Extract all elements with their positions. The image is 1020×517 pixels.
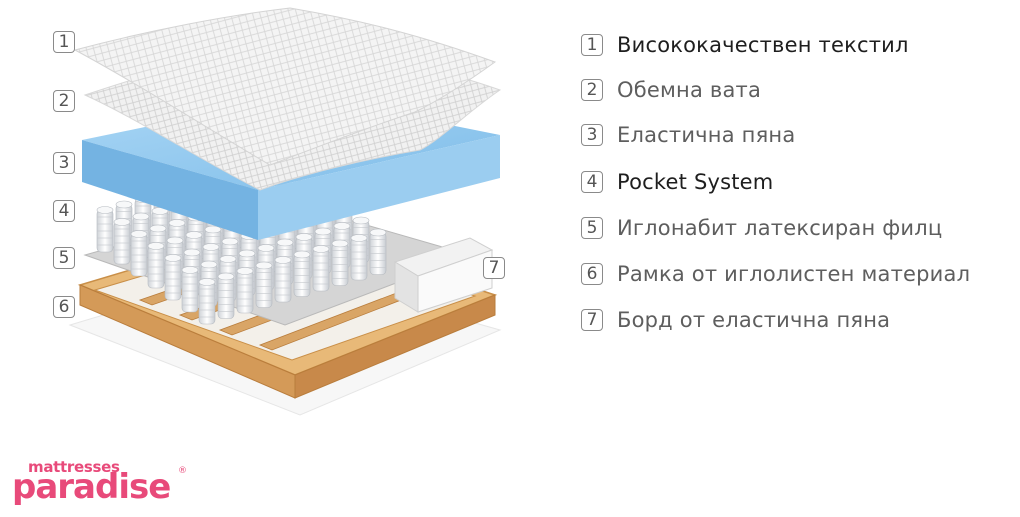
legend-number: 4 [581, 171, 603, 193]
brand-logo: mattresses paradise ® [12, 458, 187, 508]
legend-number: 3 [581, 124, 603, 146]
spring-coil [181, 266, 199, 313]
mattress-illustration [68, 7, 502, 416]
spring-coil [274, 256, 292, 303]
legend-item: 6 Рамка от иглолистен материал [581, 259, 970, 289]
diagram-number-2: 2 [53, 90, 75, 112]
textile-layer [73, 7, 497, 166]
spring-coil [198, 278, 216, 325]
diagram-number-7: 7 [483, 257, 505, 279]
spring-coil [369, 228, 387, 275]
legend-label: Обемна вата [617, 78, 762, 102]
legend-label: Еластична пяна [617, 123, 796, 147]
legend-number: 1 [581, 34, 603, 56]
diagram-number-1: 1 [53, 31, 75, 53]
diagram-number-5: 5 [53, 247, 75, 269]
legend-label: Pocket System [617, 170, 774, 194]
spring-coil [312, 245, 330, 292]
legend-item: 4 Pocket System [581, 167, 773, 197]
legend-number: 5 [581, 217, 603, 239]
spring-coil [147, 242, 165, 289]
diagram-number-6: 6 [53, 296, 75, 318]
diagram-number-3: 3 [53, 152, 75, 174]
registered-mark: ® [178, 466, 187, 476]
spring-coil [255, 261, 273, 308]
legend-number: 2 [581, 79, 603, 101]
legend-number: 6 [581, 263, 603, 285]
legend-number: 7 [581, 309, 603, 331]
spring-coil [236, 267, 254, 314]
legend-item: 3 Еластична пяна [581, 120, 795, 150]
legend-label: Иглонабит латексиран филц [617, 216, 943, 240]
foam-border-block [393, 237, 494, 313]
logo-main-text: paradise [12, 467, 171, 507]
spring-coil [164, 254, 182, 301]
spring-coil [217, 272, 235, 319]
legend-item: 5 Иглонабит латексиран филц [581, 213, 942, 243]
legend-label: Борд от еластична пяна [617, 308, 891, 332]
spring-coil [96, 206, 114, 253]
spring-coil [331, 239, 349, 286]
spring-coil [113, 218, 131, 265]
legend-item: 2 Обемна вата [581, 75, 761, 105]
logo-top-text: mattresses [28, 458, 120, 476]
legend-item: 7 Борд от еластична пяна [581, 305, 890, 335]
legend-label: Висококачествен текстил [617, 33, 909, 57]
diagram-number-4: 4 [53, 200, 75, 222]
legend-item: 1 Висококачествен текстил [581, 30, 909, 60]
spring-coil [130, 230, 148, 277]
spring-coil [350, 234, 368, 281]
spring-coil [293, 250, 311, 297]
legend-label: Рамка от иглолистен материал [617, 262, 971, 286]
